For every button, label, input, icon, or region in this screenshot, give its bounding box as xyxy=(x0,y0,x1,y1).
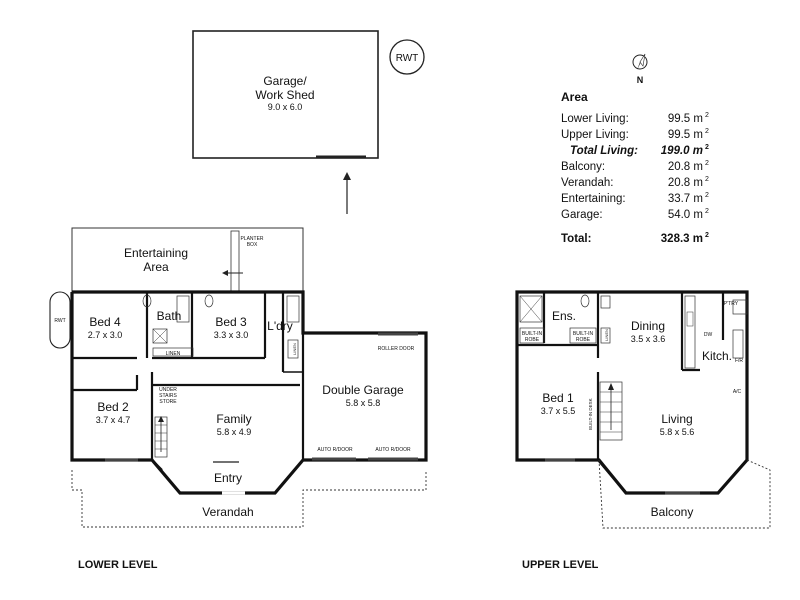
bed2-dim: 3.7 x 4.7 xyxy=(96,415,131,425)
svg-text:2: 2 xyxy=(705,160,709,167)
lower-level-label: LOWER LEVEL xyxy=(78,559,158,571)
dining-dim: 3.5 x 3.6 xyxy=(631,334,666,344)
garage-shed-name: Garage/ xyxy=(263,74,307,88)
area-value-total-living: 199.0 m xyxy=(661,145,703,157)
auto-door-label-1: AUTO R/DOOR xyxy=(317,447,353,453)
bed2-name: Bed 2 xyxy=(97,400,129,414)
area-value-upper-living: 99.5 m xyxy=(668,129,703,141)
living-dim: 5.8 x 5.6 xyxy=(660,427,695,437)
fr-label: F/R xyxy=(735,358,743,364)
verandah-name: Verandah xyxy=(202,505,253,519)
living-name: Living xyxy=(661,412,692,426)
robe-2-label-2: ROBE xyxy=(576,337,591,343)
lower-level-plan: PLANTER BOX Entertaining Area RWT LINEN … xyxy=(49,227,428,571)
garage-shed-name-2: Work Shed xyxy=(255,88,314,102)
planter-label-2: BOX xyxy=(247,242,258,248)
roller-door-label: ROLLER DOOR xyxy=(378,346,415,352)
bed1-name: Bed 1 xyxy=(542,391,574,405)
bed4-dim: 2.7 x 3.0 xyxy=(88,330,123,340)
area-label-verandah: Verandah: xyxy=(561,177,613,189)
area-label-total-living: Total Living: xyxy=(570,145,638,157)
area-value-total: 328.3 m xyxy=(661,233,703,245)
ens-name: Ens. xyxy=(552,309,576,323)
pantry-label: P'TRY xyxy=(724,301,739,307)
garage-shed: Garage/ Work Shed 9.0 x 6.0 xyxy=(192,30,379,159)
svg-text:2: 2 xyxy=(705,128,709,135)
ac-label: A/C xyxy=(733,389,742,395)
double-garage-name: Double Garage xyxy=(322,383,404,397)
dining-name: Dining xyxy=(631,319,665,333)
area-title: Area xyxy=(561,90,588,104)
area-label-balcony: Balcony: xyxy=(561,161,605,173)
area-value-entertaining: 33.7 m xyxy=(668,193,703,205)
planter-label-1: PLANTER xyxy=(240,236,263,242)
robe-2-label-1: BUILT-IN xyxy=(573,331,594,337)
entertaining-name-2: Area xyxy=(143,260,169,274)
dw-label: DW xyxy=(704,332,713,338)
access-arrow xyxy=(343,172,351,214)
area-label-entertaining: Entertaining: xyxy=(561,193,626,205)
area-value-garage: 54.0 m xyxy=(668,209,703,221)
linen-label-upper: LINEN xyxy=(604,329,609,341)
kitch-name: Kitch. xyxy=(702,349,732,363)
svg-text:2: 2 xyxy=(705,112,709,119)
rwt-label-top: RWT xyxy=(396,53,419,64)
area-value-verandah: 20.8 m xyxy=(668,177,703,189)
upper-level-plan: BUILT-IN ROBE BUILT-IN ROBE LINEN P'TRY … xyxy=(515,290,771,571)
upper-level-label: UPPER LEVEL xyxy=(522,559,599,571)
svg-text:2: 2 xyxy=(705,208,709,215)
double-garage-dim: 5.8 x 5.8 xyxy=(346,398,381,408)
area-label-lower-living: Lower Living: xyxy=(561,113,629,125)
entertaining-name: Entertaining xyxy=(124,246,188,260)
rwt-label-left: RWT xyxy=(54,318,65,324)
area-value-balcony: 20.8 m xyxy=(668,161,703,173)
entry-name: Entry xyxy=(214,471,242,485)
area-value-lower-living: 99.5 m xyxy=(668,113,703,125)
ldry-name: L'dry xyxy=(267,319,293,333)
bed3-dim: 3.3 x 3.0 xyxy=(214,330,249,340)
garage-shed-dim: 9.0 x 6.0 xyxy=(268,102,303,112)
bed1-dim: 3.7 x 5.5 xyxy=(541,406,576,416)
bed3-name: Bed 3 xyxy=(215,315,247,329)
built-in-desk-label: BUILT-IN DESK xyxy=(588,398,593,430)
bath-name: Bath xyxy=(157,309,182,323)
svg-text:2: 2 xyxy=(705,144,709,151)
svg-text:2: 2 xyxy=(705,176,709,183)
under-stairs-label-2: STAIRS xyxy=(159,393,177,399)
linen-label-lower: LINEN xyxy=(166,351,181,357)
robe-1-label-2: ROBE xyxy=(525,337,540,343)
area-label-garage: Garage: xyxy=(561,209,603,221)
under-stairs-label-3: STORE xyxy=(159,399,177,405)
area-label-total: Total: xyxy=(561,233,591,245)
svg-text:2: 2 xyxy=(705,232,709,239)
area-table: Area Lower Living: 99.5 m 2 Upper Living… xyxy=(561,90,709,245)
balcony-name: Balcony xyxy=(651,505,694,519)
area-label-upper-living: Upper Living: xyxy=(561,129,629,141)
bed4-name: Bed 4 xyxy=(89,315,121,329)
robe-1-label-1: BUILT-IN xyxy=(522,331,543,337)
family-dim: 5.8 x 4.9 xyxy=(217,427,252,437)
north-arrow-icon: N xyxy=(632,53,648,85)
north-label: N xyxy=(637,75,644,85)
linen-label-ldry: LINEN xyxy=(292,343,297,355)
family-name: Family xyxy=(216,412,251,426)
svg-text:2: 2 xyxy=(705,192,709,199)
under-stairs-label-1: UNDER xyxy=(159,387,177,393)
auto-door-label-2: AUTO R/DOOR xyxy=(375,447,411,453)
rwt-tank-top: RWT xyxy=(389,39,425,75)
